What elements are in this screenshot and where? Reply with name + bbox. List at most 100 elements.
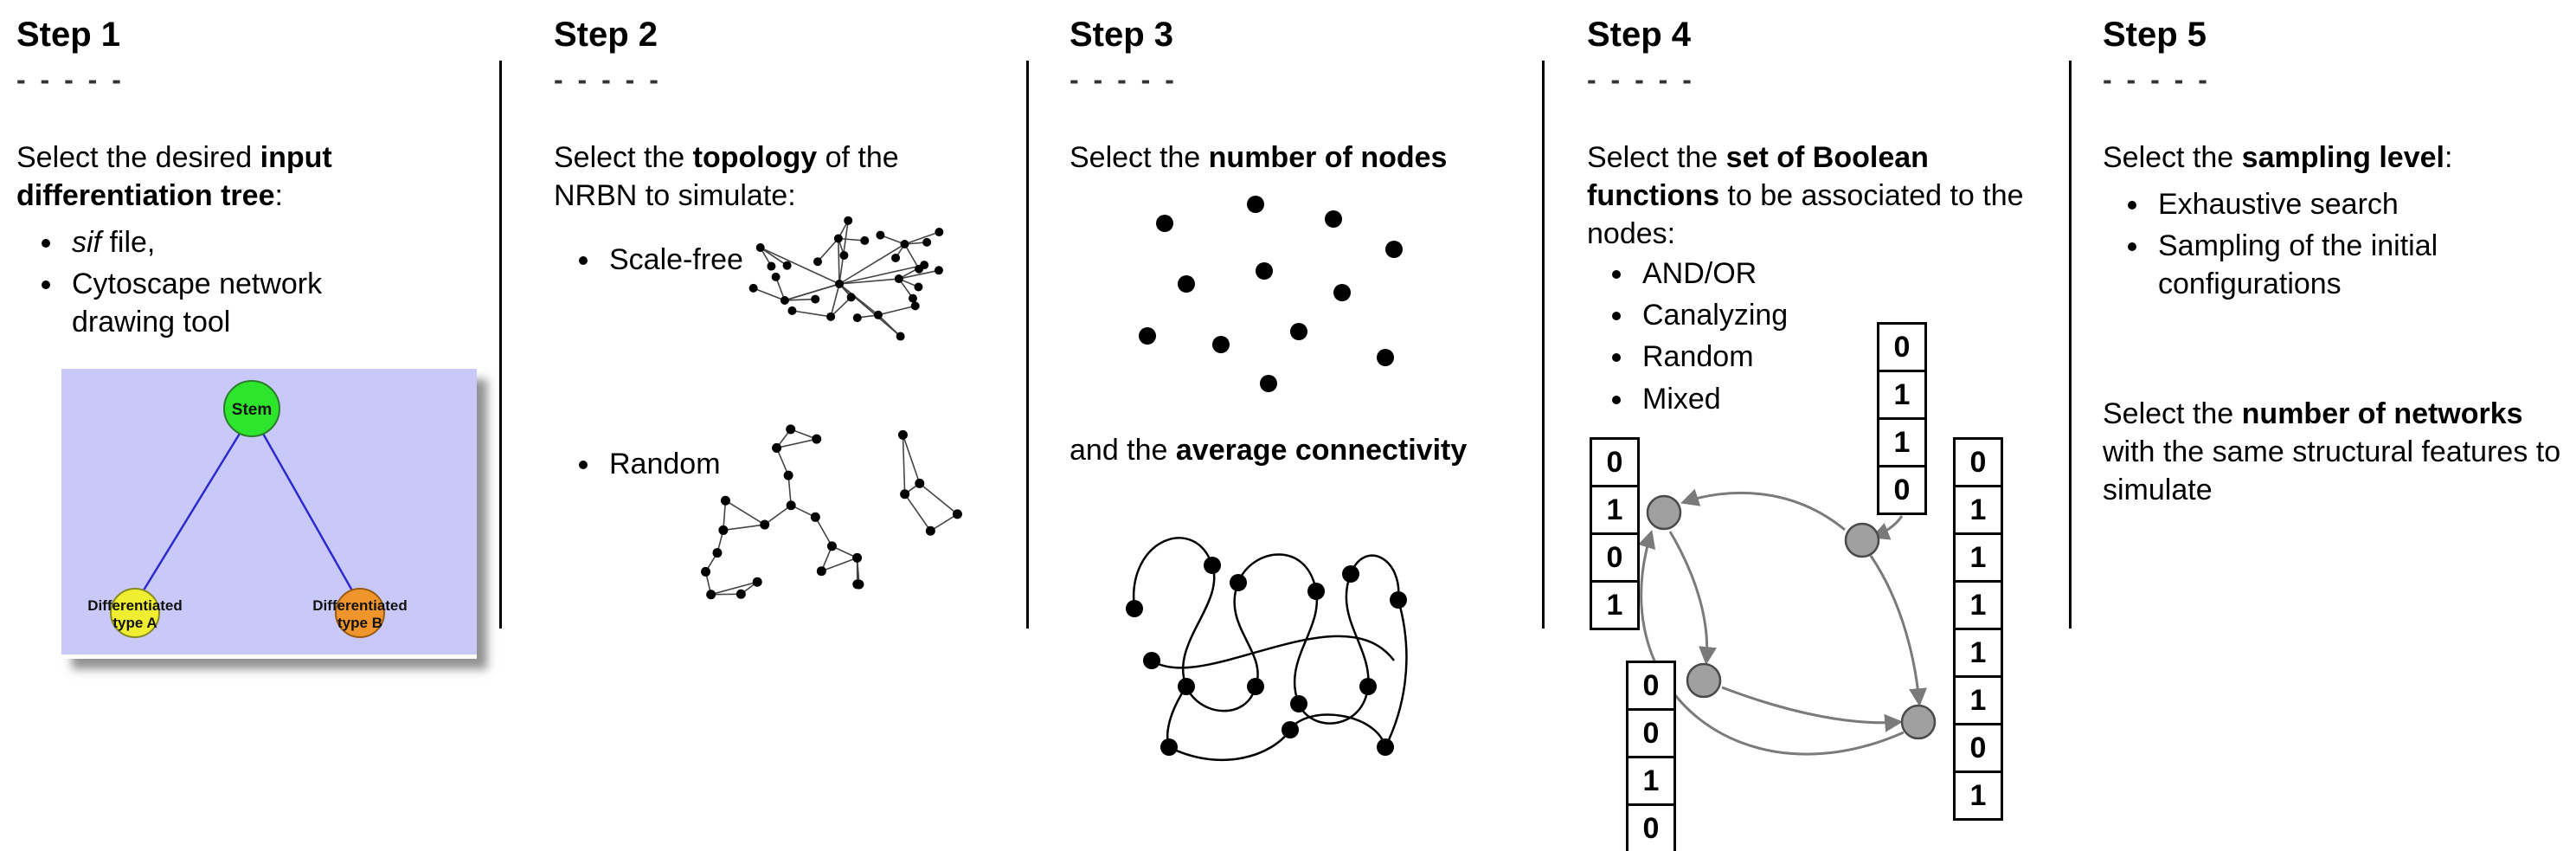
random-network-figure (701, 424, 962, 600)
network-dot (782, 261, 792, 270)
network-dot (787, 306, 797, 315)
network-edge (902, 435, 921, 484)
truth-table-cell: 1 (1953, 675, 2003, 725)
step-5-bullet-list: Exhaustive searchSampling of the initial… (2103, 182, 2520, 304)
network-dot (701, 566, 711, 577)
network-edge (903, 243, 920, 270)
boolean-network-svg (1638, 488, 1937, 756)
step-2-intro: Select the topology of the NRBN to simul… (554, 139, 960, 215)
network-edge (821, 557, 858, 572)
truth-table-cell: 0 (1590, 532, 1640, 583)
column-divider (1026, 61, 1029, 629)
network-dot (712, 548, 723, 558)
differentiation-tree-svg: Stem Differentiated type A Differentiate… (61, 369, 477, 654)
type-b-node (335, 588, 385, 638)
column-divider (1542, 61, 1545, 629)
network-dot (952, 509, 962, 519)
text-segment: sampling level (2241, 141, 2444, 174)
network-dot (767, 261, 776, 271)
boolean-nodes (1646, 494, 1937, 740)
step-title: Step 5 (2103, 16, 2207, 54)
network-dot (771, 272, 781, 281)
network-dot (752, 577, 762, 587)
truth-table-cell: 1 (1877, 417, 1927, 467)
truth-table-cell: 0 (1626, 661, 1676, 711)
text-segment: and the (1070, 434, 1176, 467)
text-segment: Sampling of the initial configurations (2158, 229, 2438, 301)
bullet-item: Sampling of the initial configurations (2151, 227, 2520, 303)
step-1-intro: Select the desired input differentiation… (16, 139, 488, 215)
step-title: Step 3 (1070, 16, 1174, 54)
step-4-column: Step 4 - - - - - Select the set of Boole… (1587, 16, 2054, 851)
network-edge (838, 238, 840, 285)
network-dot (897, 429, 908, 440)
network-dot (772, 442, 782, 453)
step-title: Step 1 (16, 16, 121, 54)
step-title: Step 2 (554, 16, 658, 54)
network-node (1844, 522, 1880, 558)
dashes-line: - - - - - (2103, 64, 2211, 95)
network-edge (902, 435, 906, 494)
network-edge (838, 243, 905, 285)
dashes-line: - - - - - (1070, 64, 1178, 95)
bullet-item: sif file, (65, 223, 371, 261)
dashes-line: - - - - - (16, 64, 125, 95)
network-edge (838, 237, 865, 242)
truth-table-cell: 1 (1590, 485, 1640, 535)
network-dot (813, 257, 823, 267)
network-dot (826, 541, 837, 551)
network-dot (852, 313, 862, 323)
truth-table-cell: 1 (1953, 532, 2003, 583)
network-edge (903, 493, 932, 532)
network-dot (839, 250, 849, 260)
truth-table-cell: 0 (1626, 803, 1676, 851)
bullet-item: Canalyzing (1635, 296, 1873, 334)
step-title: Step 4 (1587, 16, 1692, 54)
tree-edge-a (133, 413, 254, 605)
network-dot (844, 216, 853, 225)
step-3-column: Step 3 - - - - - Select the number of no… (1070, 16, 1528, 847)
scatter-dots (1139, 196, 1403, 392)
network-edge (814, 516, 833, 547)
network-edge (723, 500, 727, 531)
step-5-column: Step 5 - - - - - Select the sampling lev… (2103, 16, 2570, 847)
text-segment: Canalyzing (1642, 299, 1789, 332)
truth-table-cell: 1 (1953, 628, 2003, 678)
text-segment: Select the (1587, 141, 1726, 174)
network-dot (925, 525, 935, 536)
network-edge (838, 264, 925, 285)
network-edge (760, 247, 840, 285)
step-1-bullet-list: sif file, Cytoscape network drawing tool (16, 220, 371, 342)
dashes-line: - - - - - (1587, 64, 1695, 95)
network-dot (748, 283, 758, 293)
network-edge (929, 513, 958, 532)
bullet-item: Random (1635, 338, 1873, 376)
random-bullet: Random (554, 442, 813, 483)
network-dot (816, 566, 826, 577)
truth-table-cell: 1 (1953, 580, 2003, 630)
text-segment: Cytoscape network drawing tool (72, 268, 323, 339)
scale-free-bullet: Scale-free (554, 237, 813, 279)
network-edge (904, 231, 940, 245)
network-dot (846, 293, 856, 302)
truth-table-cell: 0 (1590, 437, 1640, 487)
connectivity-network-figure (1126, 537, 1408, 761)
step-4-bullet-list: AND/ORCanalyzingRandomMixed (1587, 251, 1873, 418)
network-dot (786, 500, 796, 511)
network-dot (835, 280, 844, 288)
text-segment: : (2444, 141, 2453, 174)
network-edge (919, 482, 958, 515)
network-edge (764, 505, 792, 525)
network-dot (755, 243, 765, 253)
network-edge (710, 581, 758, 596)
truth-table-cell: 1 (1953, 770, 2003, 821)
network-dot (922, 237, 932, 247)
network-edge (723, 524, 765, 532)
network-edge (725, 500, 766, 525)
text-segment: sif (72, 226, 101, 259)
bullet-item: Mixed (1635, 380, 1873, 418)
bullet-item: Exhaustive search (2151, 185, 2520, 223)
